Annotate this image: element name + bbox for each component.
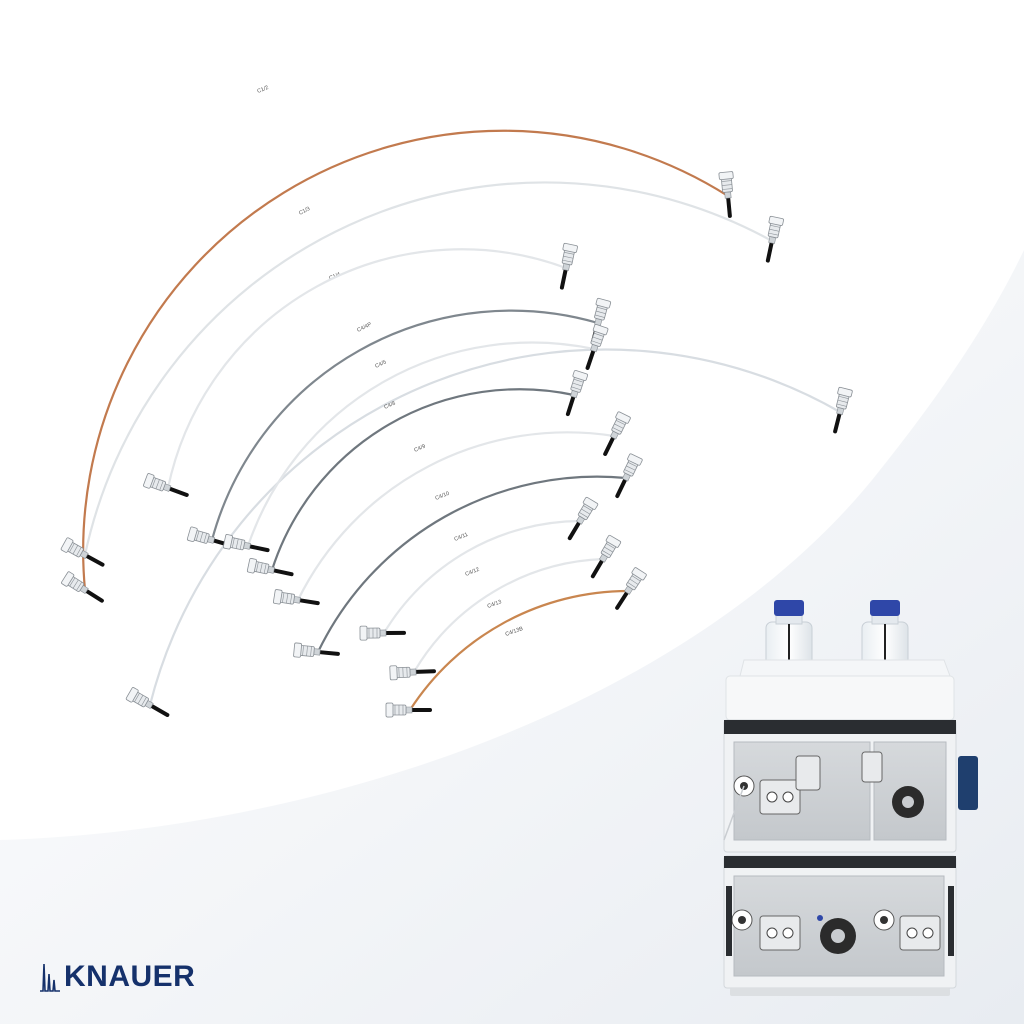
capillary-fitting-start: [61, 571, 104, 603]
capillary-c3: C1/4: [60, 181, 784, 567]
capillary-c2: C1/3: [61, 129, 734, 603]
capillary-fitting-start: [125, 687, 170, 717]
capillary-fitting-start: [143, 473, 189, 497]
capillary-fitting-start: [385, 702, 432, 718]
capillary-tube: [82, 129, 729, 591]
capillary-c11: C4/13: [389, 534, 622, 681]
capillary-c8: C4/10: [273, 411, 631, 606]
brand-name: KNAUER: [64, 960, 196, 993]
capillary-fitting-end: [833, 386, 853, 434]
capillary-label: C4/13: [487, 599, 503, 610]
upper-module: [723, 719, 978, 853]
capillary-fitting-end: [559, 242, 578, 290]
capillary-fitting-end: [765, 215, 784, 263]
capillary-fitting-end: [590, 534, 622, 579]
capillary-tube: [270, 388, 575, 571]
capillary-tube: [383, 519, 581, 634]
capillary-label: C4/4P: [356, 322, 373, 334]
capillary-fitting-end: [718, 171, 734, 218]
capillary-tube: [83, 181, 773, 556]
capillary-tube: [246, 341, 595, 547]
capillary-label: C4/12: [465, 567, 481, 578]
capillary-fitting-start: [222, 534, 270, 553]
capillary-tube: [297, 431, 615, 601]
lower-module: [723, 855, 957, 989]
capillary-label: C4/11: [454, 532, 469, 543]
capillary-label: C4/5: [374, 359, 387, 369]
hplc-instrument: [723, 600, 978, 996]
capillary-tube: [409, 589, 629, 711]
capillary-group: C1/2C1/3C1/4C4/4P C4/5C4/8C4/9C4/10C4/11C…: [60, 85, 853, 718]
capillary-fitting-end: [603, 411, 631, 456]
brand-logo: KNAUER: [40, 958, 195, 992]
capillary-tube: [210, 309, 599, 541]
capillary-fitting-start: [246, 558, 294, 577]
capillary-fitting-start: [60, 537, 105, 567]
capillary-fitting-end: [585, 324, 609, 370]
capillary-tube: [413, 557, 604, 673]
capillary-c10: C4/12: [359, 496, 599, 641]
capillary-c9: C4/11: [293, 453, 643, 658]
capillary-c5: C4/5: [186, 297, 612, 548]
capillary-label: C4/10: [435, 491, 451, 502]
capillary-fitting-end: [590, 297, 612, 345]
capillary-fitting-start: [389, 665, 436, 681]
capillary-fitting-end: [567, 496, 599, 541]
capillary-c7: C4/9: [246, 369, 588, 577]
capillary-c4: C4/4P: [143, 242, 578, 497]
capillary-label: C1/3: [298, 206, 311, 217]
chromatogram-peaks-icon: [40, 963, 60, 992]
capillary-tube: [148, 348, 841, 706]
capillary-fitting-start: [273, 589, 320, 606]
capillary-fitting-end: [615, 453, 643, 499]
capillary-tube: [317, 475, 627, 653]
capillary-label: C4/13B: [505, 626, 525, 638]
capillary-label: C4/9: [413, 444, 426, 454]
capillary-tube: [166, 248, 567, 489]
capillary-fitting-start: [293, 642, 340, 658]
capillary-fitting-end: [565, 369, 588, 417]
capillary-fitting-start: [186, 526, 234, 548]
capillary-label: C1/2: [257, 85, 270, 95]
capillary-c6: C4/8: [222, 324, 609, 553]
capillary-fitting-start: [359, 625, 406, 641]
capillary-fitting-end: [615, 567, 647, 610]
capillary-c1: C1/2: [125, 85, 853, 717]
capillary-label: C4/8: [383, 401, 396, 411]
